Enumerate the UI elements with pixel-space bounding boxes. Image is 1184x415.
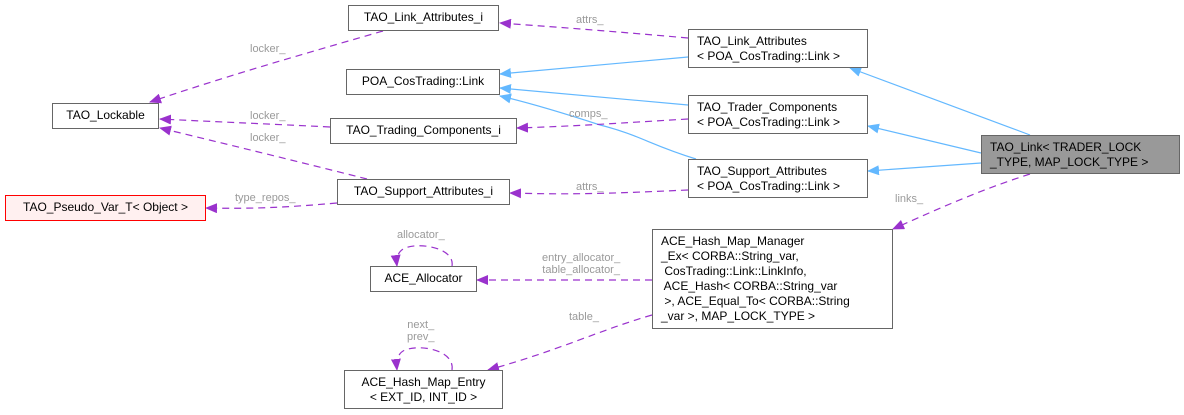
usage-edge-locker-support — [159, 125, 368, 180]
node-tao-link-attributes-i[interactable]: TAO_Link_Attributes_i — [348, 5, 499, 31]
node-poa-costrading-link[interactable]: POA_CosTrading::Link — [346, 69, 500, 95]
inherit-edge-link-to-trader-components — [867, 123, 982, 154]
node-tao-pseudo-var-t[interactable]: TAO_Pseudo_Var_T< Object > — [5, 195, 206, 221]
node-tao-support-attributes-i[interactable]: TAO_Support_Attributes_i — [337, 179, 510, 205]
edge-label-attrs-support: attrs_ — [576, 181, 604, 193]
usage-edge-comps — [516, 118, 689, 133]
edge-label-attrs-link: attrs_ — [576, 14, 604, 26]
inherit-edge-link-to-support-attributes — [867, 162, 982, 176]
usage-edge-links — [892, 173, 1031, 230]
usage-edge-attrs-support — [509, 188, 689, 199]
node-ace-hash-map-entry[interactable]: ACE_Hash_Map_Entry < EXT_ID, INT_ID > — [344, 370, 503, 409]
edge-label-locker-trading: locker_ — [250, 110, 286, 122]
inherit-edge-link-to-link-attributes — [849, 67, 1031, 136]
usage-edge-locker-trading — [159, 114, 331, 128]
node-tao-trader-components[interactable]: TAO_Trader_Components < POA_CosTrading::… — [688, 95, 868, 134]
usage-edge-allocator-self — [390, 245, 453, 267]
node-ace-hash-map-manager[interactable]: ACE_Hash_Map_Manager _Ex< CORBA::String_… — [652, 229, 893, 329]
usage-edge-type-repos — [205, 202, 338, 214]
edge-label-locker-link: locker_ — [250, 43, 286, 55]
node-ace-allocator[interactable]: ACE_Allocator — [370, 266, 477, 292]
node-tao-support-attributes[interactable]: TAO_Support_Attributes < POA_CosTrading:… — [688, 159, 868, 198]
edge-label-links: links_ — [895, 193, 924, 205]
edge-label-allocator: allocator_ — [397, 229, 445, 241]
edge-label-type-repos: type_repos_ — [235, 192, 296, 204]
usage-edge-next-prev-self — [390, 347, 453, 371]
edge-label-comps: comps_ — [569, 108, 608, 120]
node-tao-link-attributes[interactable]: TAO_Link_Attributes < POA_CosTrading::Li… — [688, 29, 868, 68]
inherit-edge-trader-components-to-poa — [499, 84, 689, 106]
node-tao-trading-components-i[interactable]: TAO_Trading_Components_i — [330, 118, 517, 144]
inherit-edge-support-attributes-to-poa — [499, 93, 697, 160]
node-tao-lockable[interactable]: TAO_Lockable — [52, 103, 159, 129]
edge-label-table: table_ — [569, 311, 599, 323]
edge-label-next-prev: next_ prev_ — [407, 319, 435, 343]
edge-label-locker-support: locker_ — [250, 132, 286, 144]
inherit-edge-link-attributes-to-poa — [499, 56, 689, 78]
usage-edge-locker-link-attributes-i — [149, 30, 384, 104]
node-tao-link-focus[interactable]: TAO_Link< TRADER_LOCK _TYPE, MAP_LOCK_TY… — [981, 135, 1180, 174]
edge-label-entry-table-allocator: entry_allocator_ table_allocator_ — [542, 252, 621, 276]
usage-edge-table — [487, 314, 653, 372]
